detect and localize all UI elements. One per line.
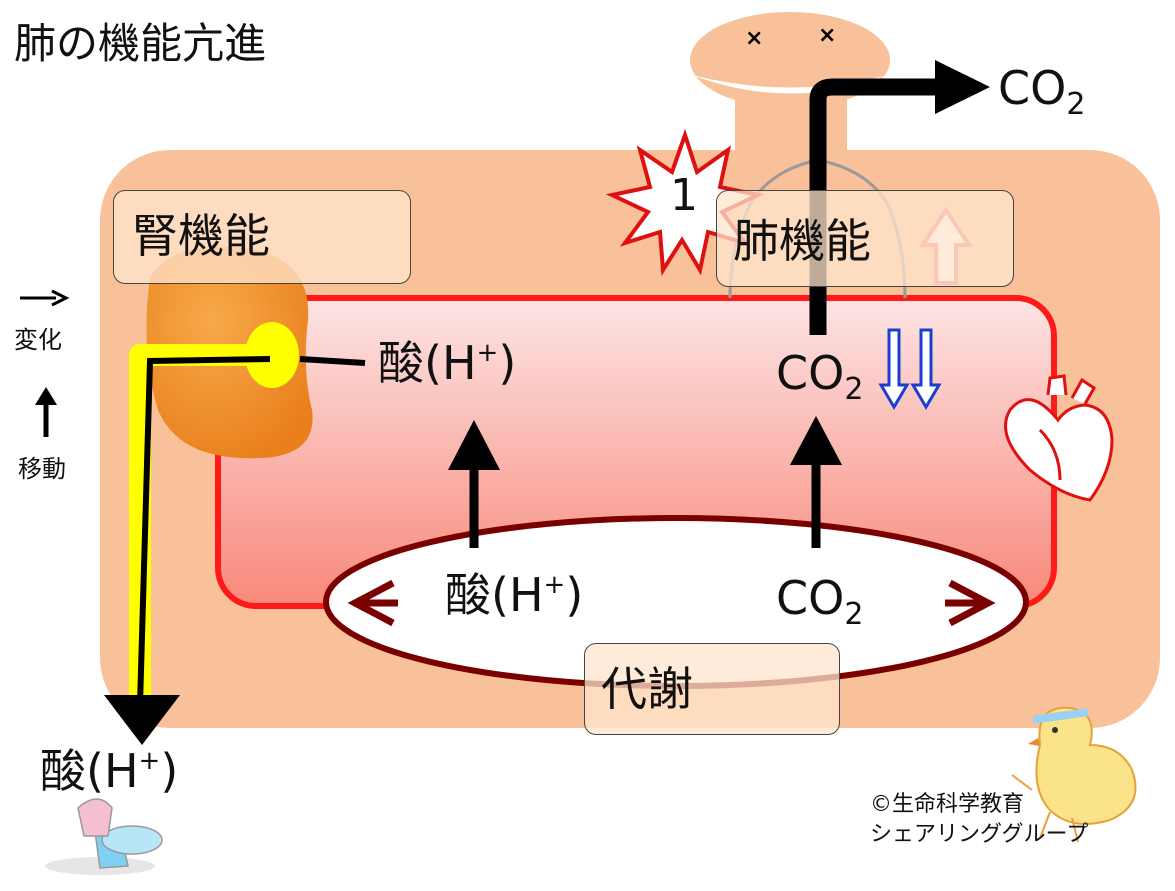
metabolic-acid-label: 酸(H+): [445, 572, 583, 618]
exhaled-co2-text: CO: [998, 61, 1067, 115]
blood-co2-text: CO: [776, 346, 845, 400]
copyright-line-1: ©生命科学教育: [870, 792, 1025, 817]
chick-mascot-icon: [1011, 706, 1137, 843]
alert-burst-icon: [605, 128, 765, 277]
co2-up-arrow: [790, 416, 842, 548]
metabolic-co2-text: CO: [776, 571, 845, 625]
metabolic-co2-label: CO2: [776, 575, 863, 630]
eye-right-icon: ×: [818, 23, 836, 48]
kidney-function-label: 腎機能: [132, 209, 270, 263]
acid-up-arrow: [448, 420, 500, 548]
exhaled-co2-sub: 2: [1066, 87, 1086, 122]
lung-function-box: 肺機能: [716, 190, 1014, 287]
kidney-pelvis: [245, 322, 299, 388]
legend-move-label: 移動: [18, 455, 66, 483]
metabolic-acid-close: ): [565, 568, 584, 622]
urine-path-outline: [129, 344, 270, 705]
equilibrium-marks: [347, 579, 996, 627]
metabolism-label: 代謝: [601, 662, 693, 716]
blood-acid-text: 酸(H: [378, 336, 477, 390]
lung-function-label: 肺機能: [733, 214, 871, 268]
burst-badge-number: 1: [670, 170, 698, 221]
exhaled-co2-label: CO2: [998, 65, 1085, 120]
excreted-acid-plus: +: [138, 746, 161, 776]
blood-co2-sub: 2: [844, 372, 864, 407]
heart-icon: [1004, 374, 1114, 502]
blood-acid-close: ): [498, 336, 517, 390]
metabolic-co2-sub: 2: [844, 597, 864, 632]
metabolism-box: 代謝: [584, 643, 840, 735]
copyright-line-2: シェアリンググループ: [870, 822, 1089, 847]
kidney-function-box: 腎機能: [113, 190, 411, 284]
blood-co2-label: CO2: [776, 350, 863, 405]
excretion-arrowhead: [104, 695, 180, 745]
change-arrow-icon: [20, 289, 70, 307]
legend-change-label: 変化: [14, 326, 62, 354]
excreted-acid-text: 酸(H: [40, 744, 139, 798]
move-arrow-icon: [35, 387, 57, 437]
decrease-arrows-icon: [878, 328, 942, 410]
toilet-icon: [45, 798, 163, 875]
blood-acid-plus: +: [476, 338, 499, 368]
metabolic-acid-text: 酸(H: [445, 568, 544, 622]
excreted-acid-close: ): [160, 744, 179, 798]
blood-acid-label: 酸(H+): [378, 340, 516, 386]
acid-excretion-path: [137, 356, 366, 706]
page-title: 肺の機能亢進: [14, 19, 267, 68]
metabolic-acid-plus: +: [543, 570, 566, 600]
copyright-text: ©生命科学教育 シェアリンググループ: [870, 790, 1088, 850]
excreted-acid-label: 酸(H+): [40, 748, 178, 794]
co2-exhale-arrow: [809, 60, 990, 335]
eye-left-icon: ×: [745, 26, 763, 51]
